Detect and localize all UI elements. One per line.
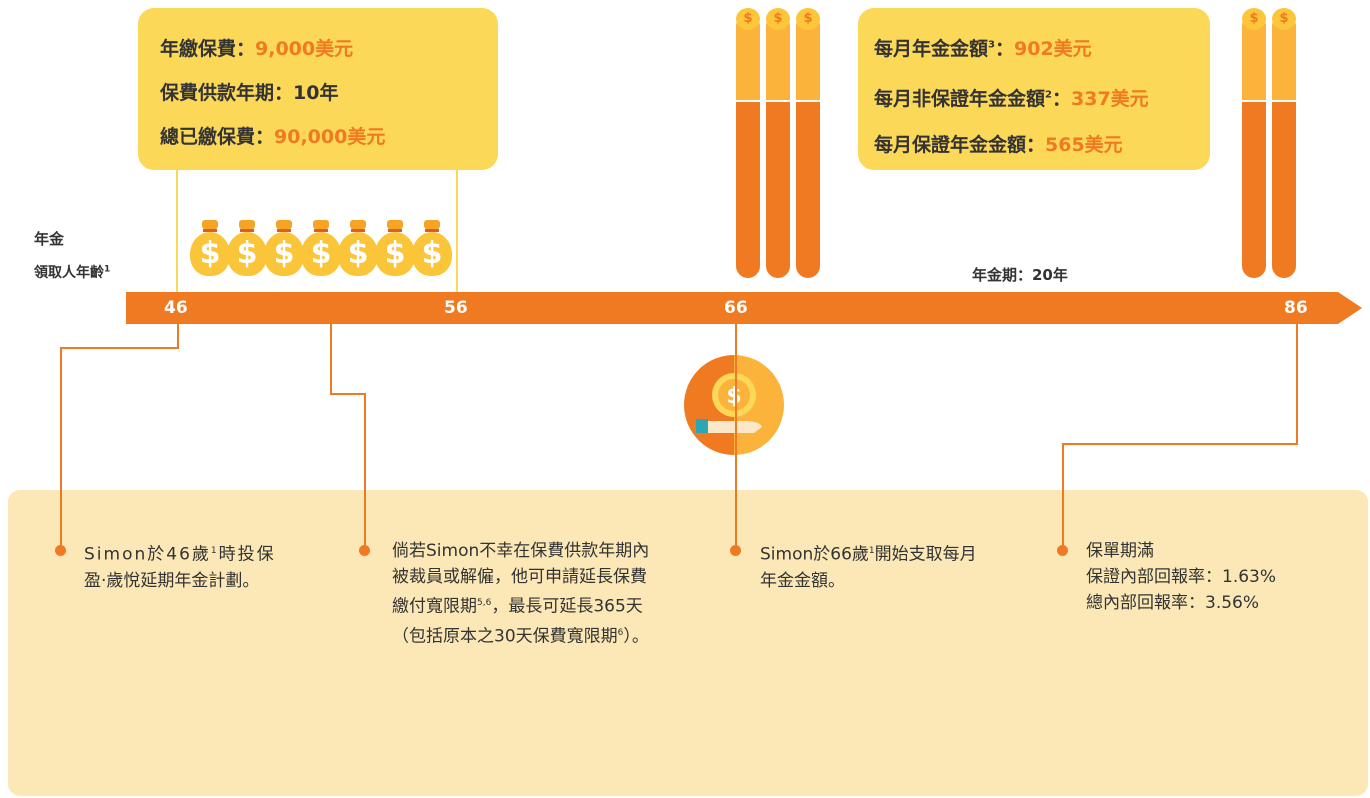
dollar-coin-icon: $ (796, 8, 820, 30)
monthly-annuity-row: 每月年金金額3：902美元 (874, 34, 1092, 61)
monthly-annuity-sep: ： (994, 38, 1014, 60)
coin-stack-2 (766, 14, 790, 278)
monthly-annuity-value: 902美元 (1014, 38, 1092, 60)
hand-coin-icon: $ (684, 355, 784, 455)
money-bag-icon: $ (301, 220, 341, 278)
connector-86-b (1062, 443, 1298, 445)
annual-premium-value: 9,000美元 (255, 38, 354, 60)
connector-52-b (330, 393, 366, 395)
connector-46-a (177, 324, 179, 348)
note3-line1-a: Simon於66歲 (760, 544, 869, 565)
note1-line2: 盈‧歲悅延期年金計劃。 (84, 570, 260, 591)
note2-line1: 倘若Simon不幸在保費供款年期內 (392, 541, 650, 561)
note1-line1-a: Simon於46歲 (84, 544, 211, 565)
note2-line3-sup: 5,6 (477, 598, 492, 608)
timeline-arrow-icon (1338, 292, 1362, 324)
note3-line1-sup: 1 (868, 546, 875, 556)
monthly-annuity-label: 每月年金金額 (874, 38, 989, 60)
note2-line3-a: 繳付寬限期 (392, 596, 477, 617)
axis-label-line1: 年金 (34, 230, 65, 248)
total-premium-value: 90,000美元 (274, 126, 386, 148)
monthly-annuity-sup: 3 (988, 39, 995, 51)
box-connector-right (456, 170, 458, 292)
guaranteed-row: 每月保證年金金額：565美元 (874, 130, 1123, 157)
note2-line3-b: ，最長可延長365天 (491, 596, 643, 617)
axis-label-line2-text: 領取人年齡 (34, 265, 104, 281)
connector-46-c (60, 347, 62, 547)
age-66: 66 (724, 298, 748, 318)
annual-premium-label: 年繳保費： (160, 38, 256, 60)
note4-dot (1057, 545, 1068, 556)
note3-line1: Simon於66歲1開始支取每月 (760, 538, 1040, 568)
age-46: 46 (164, 298, 188, 318)
non-guaranteed-sup: 2 (1045, 89, 1052, 101)
connector-52-c (364, 393, 366, 547)
connector-46-b (60, 347, 179, 349)
axis-label-line2: 領取人年齡1 (34, 262, 110, 282)
connector-86-a (1296, 324, 1298, 444)
note-86: 保單期滿 保證內部回報率：1.63% 總內部回報率：3.56% (1086, 538, 1346, 616)
note1-line1-b: 時投保 (218, 544, 276, 565)
non-guaranteed-sep: ： (1051, 88, 1071, 110)
coin-stack-5 (1272, 14, 1296, 278)
connector-86-c (1062, 443, 1064, 547)
note2-line4-sup: 6 (617, 627, 624, 638)
money-bag-icon: $ (412, 220, 452, 278)
age-56: 56 (444, 298, 468, 318)
note2-line4-a: （包括原本之30天保費寬限期 (392, 626, 618, 647)
annuity-info-box: 每月年金金額3：902美元 每月非保證年金金額2：337美元 每月保證年金金額：… (858, 8, 1210, 170)
annuity-period-label: 年金期：20年 (972, 266, 1068, 284)
dollar-coin-icon: $ (736, 8, 760, 30)
note2-line2: 被裁員或解僱，他可申請延長保費 (392, 567, 647, 587)
note3-line1-b: 開始支取每月 (874, 544, 977, 565)
note2-line3: 繳付寬限期5,6，最長可延長365天 (392, 590, 722, 620)
note1-line1-sup: 1 (210, 546, 219, 556)
coin-stack-1 (736, 14, 760, 278)
money-bag-icon: $ (190, 220, 230, 278)
timeline-bar (126, 292, 1338, 324)
guaranteed-label: 每月保證年金金額： (874, 134, 1046, 156)
annual-premium-row: 年繳保費：9,000美元 (160, 34, 353, 61)
note3-dot (730, 545, 741, 556)
note-46: Simon於46歲1時投保 盈‧歲悅延期年金計劃。 (84, 538, 324, 594)
note4-line1: 保單期滿 (1086, 541, 1154, 561)
coin-stack-4 (1242, 14, 1266, 278)
box-connector-left (176, 170, 178, 292)
age-86: 86 (1284, 298, 1308, 318)
total-premium-row: 總已繳保費：90,000美元 (160, 122, 385, 149)
note2-line4-b: ）。 (623, 626, 649, 647)
dollar-coin-icon: $ (1272, 8, 1296, 30)
guaranteed-value: 565美元 (1045, 134, 1123, 156)
note2-line4: （包括原本之30天保費寬限期6）。 (392, 620, 722, 650)
coin-stack-3 (796, 14, 820, 278)
non-guaranteed-value: 337美元 (1071, 88, 1149, 110)
total-premium-label: 總已繳保費： (160, 126, 275, 148)
note2-dot (359, 545, 370, 556)
connector-52-a (330, 324, 332, 394)
connector-66 (735, 324, 737, 547)
note1-line1: Simon於46歲1時投保 (84, 538, 324, 568)
note4-line2: 保證內部回報率：1.63% (1086, 567, 1277, 587)
payment-term-text: 保費供款年期：10年 (160, 82, 339, 104)
payment-term-row: 保費供款年期：10年 (160, 78, 338, 105)
premium-info-box: 年繳保費：9,000美元 保費供款年期：10年 總已繳保費：90,000美元 (138, 8, 498, 170)
note-grace-period: 倘若Simon不幸在保費供款年期內 被裁員或解僱，他可申請延長保費 繳付寬限期5… (392, 538, 722, 649)
money-bag-icon: $ (227, 220, 267, 278)
svg-text:$: $ (726, 384, 741, 409)
money-bag-icon: $ (338, 220, 378, 278)
note4-line3: 總內部回報率：3.56% (1086, 593, 1260, 613)
note-66: Simon於66歲1開始支取每月 年金金額。 (760, 538, 1040, 594)
non-guaranteed-label: 每月非保證年金金額 (874, 88, 1046, 110)
axis-label-line2-sup: 1 (104, 264, 111, 275)
money-bag-icon: $ (375, 220, 415, 278)
note1-dot (55, 545, 66, 556)
dollar-coin-icon: $ (766, 8, 790, 30)
note3-line2: 年金金額。 (760, 570, 845, 591)
dollar-coin-icon: $ (1242, 8, 1266, 30)
non-guaranteed-row: 每月非保證年金金額2：337美元 (874, 84, 1149, 111)
notes-panel (8, 490, 1368, 796)
money-bag-icon: $ (264, 220, 304, 278)
